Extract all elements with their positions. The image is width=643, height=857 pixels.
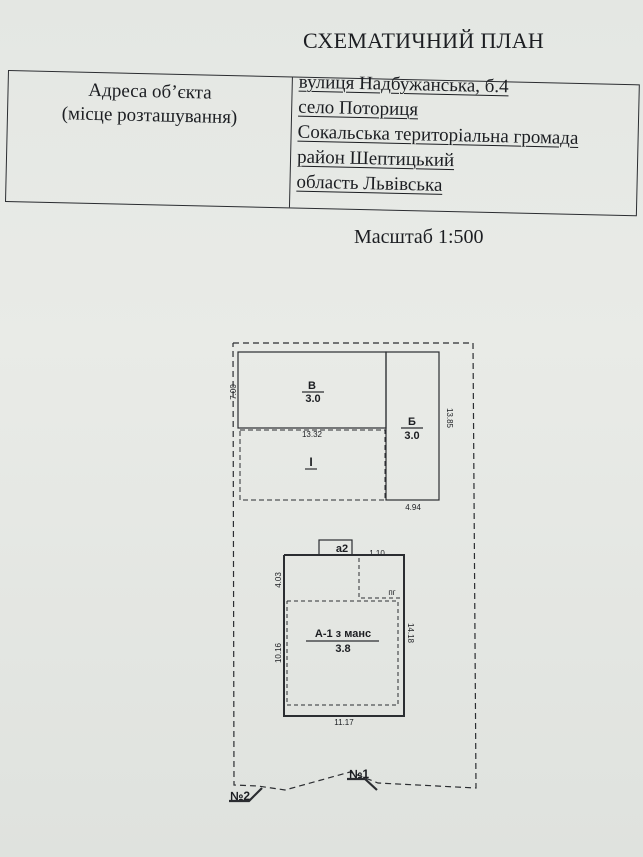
plot-boundary [232, 342, 477, 791]
annex-a2-label: а2 [336, 543, 348, 555]
building-b-width-dim: 4.94 [405, 503, 421, 512]
building-a1 [283, 554, 405, 717]
area-i-label: I [309, 455, 312, 469]
building-v-width-dim: 13.32 [302, 430, 323, 439]
building-v-letter: В [308, 380, 316, 392]
building-a1-label: А-1 з манс [315, 628, 371, 640]
marker-1-arrow [347, 777, 378, 791]
area-i [239, 429, 386, 501]
building-b-letter: Б [408, 416, 416, 428]
page-title: СХЕМАТИЧНИЙ ПЛАН [303, 28, 545, 53]
building-b-height: 3.0 [404, 430, 419, 442]
building-b [385, 351, 440, 501]
marker-1-label: №1 [349, 767, 369, 781]
scale-label: Масштаб 1:500 [354, 226, 484, 248]
marker-2-arrow [229, 787, 263, 803]
annex-dim: 1.10 [369, 549, 385, 558]
building-v-side-dim: 7.00 [229, 384, 238, 400]
building-a1-dim-top-left: 4.03 [274, 572, 283, 588]
building-v-height: 3.0 [305, 393, 320, 405]
building-a1-dim-left: 10.16 [274, 642, 283, 663]
building-b-length-dim: 13.85 [445, 408, 454, 429]
building-a1-dim-right: 14.18 [406, 623, 415, 644]
building-a1-dim-bottom: 11.17 [334, 718, 354, 727]
marker-2-label: №2 [230, 789, 250, 803]
building-a1-inner [286, 600, 399, 706]
porch-label: пг [388, 588, 395, 597]
building-a1-height: 3.8 [335, 643, 350, 655]
